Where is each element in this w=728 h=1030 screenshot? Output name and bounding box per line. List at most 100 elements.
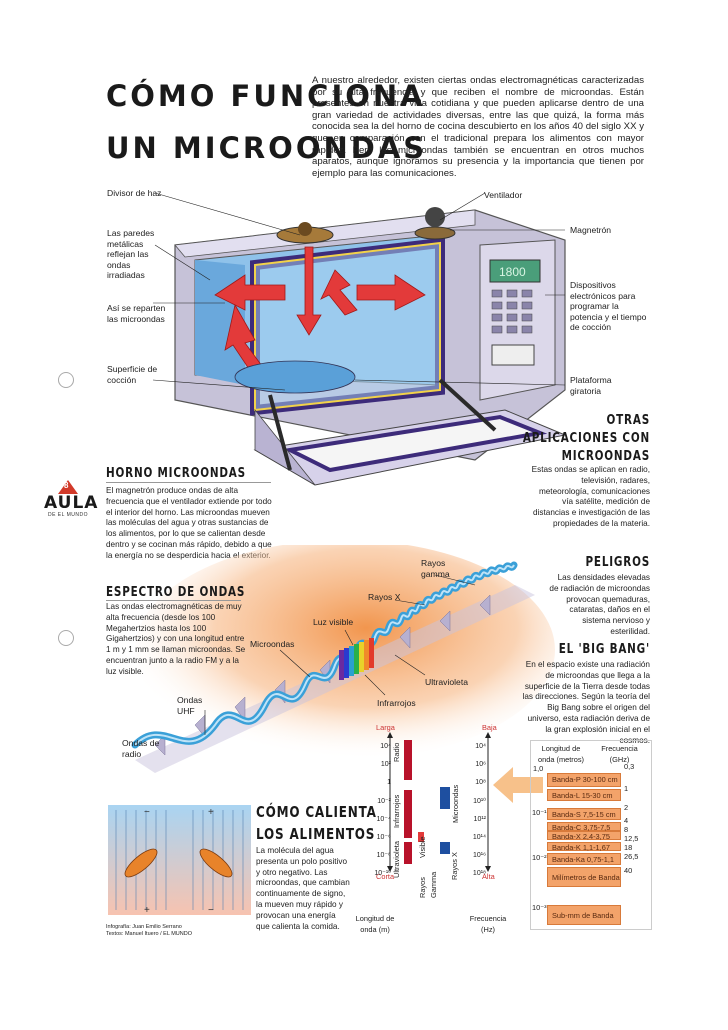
calienta-title-2: LOS ALIMENTOS bbox=[256, 825, 376, 843]
left-tick: 10⁻⁸ bbox=[376, 852, 391, 860]
aula-logo: 8 AULA DE EL MUNDO bbox=[44, 480, 99, 518]
scale-baja: Baja bbox=[482, 723, 497, 732]
right-tick: 10¹⁶ bbox=[473, 852, 486, 860]
label-divisor: Divisor de haz bbox=[107, 188, 162, 198]
espectro-rule bbox=[106, 600, 241, 601]
peligros-text: Las densidades elevadas de radiación de … bbox=[549, 573, 650, 636]
band-row: Banda-X 2,4-3,75 cm bbox=[547, 831, 621, 850]
credit-2: Textos: Manuel Ituero / EL MUNDO bbox=[106, 931, 192, 937]
label-ventilador: Ventilador bbox=[484, 190, 523, 200]
bands-right-val: 26,5 bbox=[624, 852, 639, 861]
bands-right-val: 2 bbox=[624, 803, 629, 812]
band-microondas: Microondas bbox=[451, 784, 460, 823]
horno-rule bbox=[106, 482, 271, 483]
label-paredes: Las paredes metálicas reflejan las ondas… bbox=[107, 228, 155, 280]
left-tick: 10⁻⁴ bbox=[376, 815, 392, 823]
svg-text:−: − bbox=[144, 807, 150, 818]
bigbang-text: En el espacio existe una radiación de mi… bbox=[522, 660, 650, 745]
wave-label-uv: Ultravioleta bbox=[425, 677, 468, 687]
aula-number: 8 bbox=[64, 481, 69, 490]
scale-larga: Larga bbox=[376, 723, 395, 732]
left-tick: 10⁻¹⁰ bbox=[374, 870, 391, 878]
band-row: Sub-mm de Banda bbox=[547, 905, 621, 925]
microwave-illustration: 1800 bbox=[152, 192, 567, 486]
svg-text:−: − bbox=[208, 905, 214, 915]
band-rayos-x: Rayos X bbox=[450, 852, 459, 880]
band-row: Banda-L 15-30 cm bbox=[547, 789, 621, 801]
band-row: Banda-Ka 0,75-1,1 cm bbox=[547, 853, 621, 876]
bands-right-val: 12,5 bbox=[624, 834, 639, 843]
bands-left-val: 10⁻¹ bbox=[532, 808, 547, 817]
horno-text: El magnetrón produce ondas de alta frecu… bbox=[106, 486, 272, 560]
right-tick: 10⁶ bbox=[475, 761, 486, 769]
wave-label-uhf: Ondas UHF bbox=[177, 695, 203, 716]
band-ultravioleta: Ultravioleta bbox=[392, 841, 401, 878]
bands-h-longitud: Longitud de onda (metros) bbox=[537, 744, 584, 764]
calienta-text: La molécula del agua presenta un polo po… bbox=[256, 846, 350, 931]
title-line-2: UN MICROONDAS bbox=[106, 131, 428, 165]
molecule-illustration: − + + − bbox=[108, 805, 251, 915]
wave-label-micro: Microondas bbox=[250, 639, 295, 649]
right-tick: 10¹² bbox=[473, 815, 486, 823]
spectrum-illustration bbox=[131, 545, 555, 773]
label-magnetron: Magnetrón bbox=[570, 225, 612, 235]
binder-hole bbox=[58, 372, 74, 388]
label-superficie: Superficie de cocción bbox=[107, 364, 158, 385]
band-row: Banda-C 3,75-7,5 cm bbox=[547, 822, 621, 841]
otras-text: Estas ondas se aplican en radio, televis… bbox=[531, 465, 650, 528]
band-visible: Visible bbox=[418, 836, 427, 858]
title-line-1: CÓMO FUNCIONA bbox=[106, 79, 426, 113]
wave-label-x: Rayos X bbox=[368, 592, 401, 602]
right-tick: 10¹⁰ bbox=[473, 797, 486, 805]
bands-left-val: 10⁻³ bbox=[532, 903, 547, 912]
band-row: Banda-K 1,1-1,67 cm bbox=[547, 842, 621, 861]
calienta-title-1: CÓMO CALIENTA bbox=[256, 803, 377, 821]
espectro-title: ESPECTRO DE ONDAS bbox=[106, 585, 246, 600]
aula-text: AULA bbox=[44, 493, 99, 513]
horno-title: HORNO MICROONDAS bbox=[106, 466, 246, 481]
band-radio: Radio bbox=[392, 742, 401, 762]
intro-text: A nuestro alrededor, existen ciertas ond… bbox=[312, 75, 644, 179]
right-tick: 10⁸ bbox=[475, 779, 486, 787]
bands-left-val: 10⁻² bbox=[532, 853, 547, 862]
band-gamma: Rayos Gamma bbox=[418, 871, 438, 898]
left-tick: 10⁻⁶ bbox=[376, 834, 391, 842]
bands-right-val: 1 bbox=[624, 784, 629, 793]
left-tick: 10² bbox=[380, 761, 391, 769]
wave-label-gamma: Rayos gamma bbox=[421, 558, 450, 579]
label-reparten: Así se reparten las microondas bbox=[107, 303, 166, 324]
bands-right-val: 8 bbox=[624, 825, 629, 834]
left-tick: 10⁻² bbox=[377, 797, 391, 805]
bands-right-val: 0,3 bbox=[624, 762, 635, 771]
label-dispositivos: Dispositivos electrónicos para programar… bbox=[570, 280, 647, 332]
bands-right-val: 40 bbox=[624, 866, 633, 875]
right-tick: 10¹⁸ bbox=[472, 870, 486, 878]
wave-label-visible: Luz visible bbox=[313, 617, 354, 627]
aula-sub: DE EL MUNDO bbox=[47, 512, 89, 518]
left-tick: 10⁴ bbox=[380, 743, 391, 750]
scale-corta: Corta bbox=[376, 872, 395, 881]
scale-right-axis: Frecuencia (Hz) bbox=[469, 914, 507, 934]
band-row: Milímetros de Banda bbox=[547, 867, 621, 887]
left-tick: 1 bbox=[387, 779, 391, 787]
bands-left-val: 1,0 bbox=[533, 764, 544, 773]
aula-triangle bbox=[58, 480, 78, 494]
scale-left-ticks: 10⁴ 10² 1 10⁻² 10⁻⁴ 10⁻⁶ 10⁻⁸ 10⁻¹⁰ bbox=[363, 738, 391, 884]
otras-title: OTRAS APLICACIONES CON MICROONDAS bbox=[522, 413, 650, 464]
display-text: 1800 bbox=[499, 265, 526, 279]
band-row: Banda-P 30-100 cm bbox=[547, 773, 621, 787]
scale-alta: Alta bbox=[482, 872, 495, 881]
bands-table bbox=[530, 740, 652, 930]
svg-text:+: + bbox=[208, 807, 214, 818]
right-tick: 10⁴ bbox=[475, 743, 486, 750]
label-plataforma: Plataforma giratoria bbox=[570, 375, 612, 396]
bands-right-val: 18 bbox=[624, 843, 633, 852]
peligros-title: PELIGROS bbox=[585, 555, 650, 570]
band-row: Banda-S 7,5-15 cm bbox=[547, 808, 621, 820]
bigbang-title: EL 'BIG BANG' bbox=[558, 642, 650, 657]
credit-1: Infografía: Juan Emilio Serrano bbox=[106, 924, 182, 930]
band-infrarrojos: Infrarrojos bbox=[392, 794, 401, 828]
svg-text:+: + bbox=[144, 905, 150, 915]
wave-label-ir: Infrarrojos bbox=[377, 698, 416, 708]
right-tick: 10¹⁴ bbox=[472, 834, 486, 842]
